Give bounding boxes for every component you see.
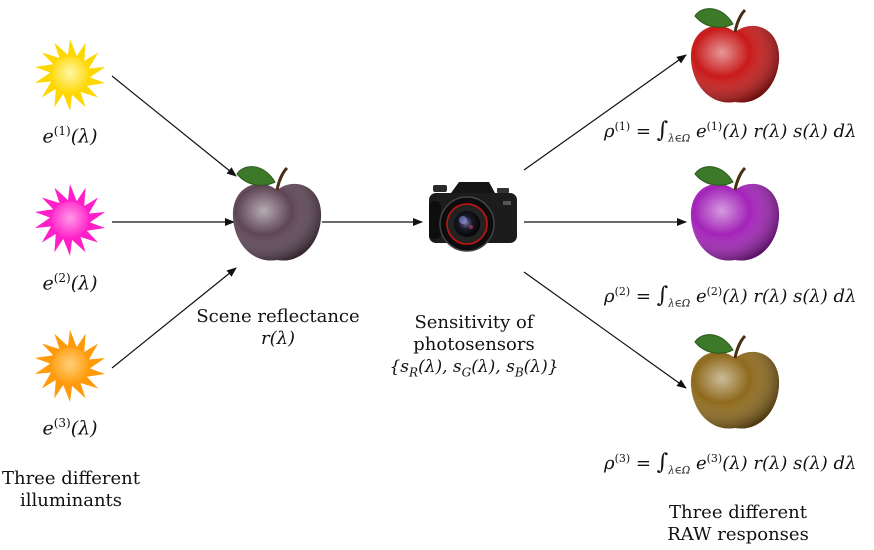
camera-sensitivity-label: Sensitivity of photosensors {sR(λ), sG(λ… [372,312,576,383]
apple-shading [690,183,780,261]
sun-core [50,346,90,386]
sun-icon-illuminant-2 [34,184,106,256]
illuminants-caption-line1: Three different [1,468,141,489]
illuminant-1-label: e(1)(λ) [42,124,98,148]
response-1-formula: ρ(1) = ∫λ∈Ω e(1)(λ) r(λ) s(λ) dλ [604,118,857,145]
arrow-camera-to-response3 [523,271,687,389]
camera-sensitivity-line1: Sensitivity of [414,312,534,333]
sun-icon-illuminant-1 [34,39,106,111]
camera-icon [429,182,517,252]
illuminants-caption: Three different illuminants [0,468,142,512]
apple-icon-scene [232,166,322,261]
apple-icon-response-2 [690,166,780,261]
scene-reflectance-title: Scene reflectance [196,306,360,327]
scene-reflectance-symbol: r(λ) [260,328,296,349]
apple-icon-response-1 [690,8,780,103]
response-3-formula: ρ(3) = ∫λ∈Ω e(3)(λ) r(λ) s(λ) dλ [604,450,857,477]
responses-caption: Three different RAW responses [650,502,826,546]
apple-stem [275,166,289,191]
arrow-illuminant1-to-scene [111,75,237,177]
arrow-camera-to-response1 [523,54,687,171]
sun-icon-illuminant-3 [34,330,106,402]
arrow-illuminant3-to-scene [111,267,237,369]
camera-sensitivity-line2: photosensors [413,334,535,355]
apple-shading [690,351,780,429]
response-2-formula: ρ(2) = ∫λ∈Ω e(2)(λ) r(λ) s(λ) dλ [604,283,857,310]
responses-caption-line1: Three different [668,502,808,523]
sun-core [50,200,90,240]
apple-shading [232,183,322,261]
illuminants-caption-line2: illuminants [19,490,123,511]
apple-stem [733,334,747,359]
apple-leaf [236,166,276,186]
arrows [111,54,687,389]
apple-icon-response-3 [690,334,780,429]
sun-core [50,55,90,95]
apple-leaf [694,166,734,186]
apple-stem [733,8,747,33]
apple-leaf [694,8,734,28]
apple-stem [733,166,747,191]
scene-reflectance-label: Scene reflectance r(λ) [190,306,366,350]
apple-leaf [694,334,734,354]
illuminant-3-label: e(3)(λ) [42,416,98,440]
responses-caption-line2: RAW responses [667,524,809,545]
illuminant-2-label: e(2)(λ) [42,271,98,295]
camera-sensitivity-set: {sR(λ), sG(λ), sB(λ)} [389,357,559,380]
apple-shading [690,25,780,103]
